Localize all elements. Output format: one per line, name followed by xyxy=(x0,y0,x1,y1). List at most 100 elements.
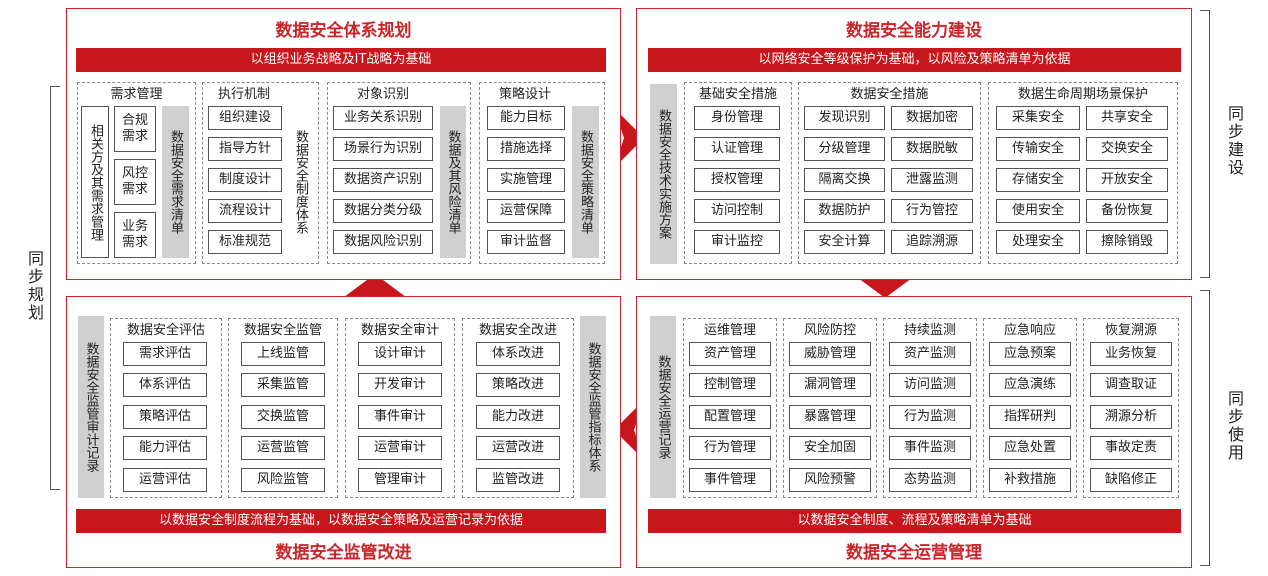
strategy-title: 策略设计 xyxy=(498,87,551,102)
recovery-item: 缺陷修正 xyxy=(1090,468,1172,492)
supervision-item: 风险监管 xyxy=(241,468,325,492)
lifecycle-item: 使用安全 xyxy=(996,199,1080,223)
lifecycle-item: 交换安全 xyxy=(1086,137,1168,161)
right-bottom-label: 同步使用 xyxy=(1225,390,1244,462)
monitoring-item: 访问监测 xyxy=(889,373,971,397)
assessment-item: 体系评估 xyxy=(123,373,207,397)
lifecycle-item: 采集安全 xyxy=(996,106,1080,130)
left-bracket xyxy=(50,86,60,490)
risk-control-item: 风险预警 xyxy=(789,468,871,492)
audit-item: 运营审计 xyxy=(358,436,442,460)
improvement-title: 数据安全改进 xyxy=(478,323,557,338)
data-measure-item: 隔离交换 xyxy=(804,168,885,192)
basic-measure-item: 认证管理 xyxy=(694,137,780,161)
supervision-item: 运营监管 xyxy=(241,436,325,460)
supervision-title-main: 数据安全监管改进 xyxy=(275,543,412,563)
maintenance-item: 控制管理 xyxy=(689,373,771,397)
maintenance-item: 资产管理 xyxy=(689,342,771,366)
planning-banner: 以组织业务战略及IT战略为基础 xyxy=(76,48,606,72)
right-top-bracket xyxy=(1200,10,1210,278)
maintenance-item: 配置管理 xyxy=(689,405,771,429)
supervision-title: 数据安全监管 xyxy=(243,323,322,338)
strategy-item: 措施选择 xyxy=(487,137,565,161)
recovery-item: 调查取证 xyxy=(1090,373,1172,397)
mechanism-item: 指导方针 xyxy=(208,137,282,161)
arrow-up-icon xyxy=(340,274,410,300)
ops-record-side: 数据安全运营记录 xyxy=(650,316,676,498)
supervision-banner: 以数据安全制度流程为基础，以数据安全策略及运营记录为依据 xyxy=(76,509,606,533)
mechanism-item: 标准规范 xyxy=(208,230,282,254)
data-measure-item: 安全计算 xyxy=(804,230,885,254)
data-measure-item: 分级管理 xyxy=(804,137,885,161)
risk-control-item: 暴露管理 xyxy=(789,405,871,429)
object-item: 场景行为识别 xyxy=(333,137,433,161)
monitoring-item: 态势监测 xyxy=(889,468,971,492)
data-measure-item: 追踪溯源 xyxy=(891,230,973,254)
recovery-item: 业务恢复 xyxy=(1090,342,1172,366)
assessment-item: 能力评估 xyxy=(123,436,207,460)
audit-item: 设计审计 xyxy=(358,342,442,366)
lifecycle-item: 处理安全 xyxy=(996,230,1080,254)
strategy-item: 实施管理 xyxy=(487,168,565,192)
object-item: 数据风险识别 xyxy=(333,230,433,254)
operations-title: 数据安全运营管理 xyxy=(846,543,982,563)
assessment-title: 数据安全评估 xyxy=(126,323,205,338)
data-measure-item: 行为管控 xyxy=(891,199,973,223)
supervision-item: 交换监管 xyxy=(241,405,325,429)
improvement-item: 监管改进 xyxy=(476,468,560,492)
tech-plan-side: 数据安全技术实施方案 xyxy=(650,84,677,264)
mechanism-item: 组织建设 xyxy=(208,106,282,130)
supervision-item: 上线监管 xyxy=(241,342,325,366)
right-top-label: 同步建设 xyxy=(1225,105,1244,177)
basic-measure-item: 身份管理 xyxy=(694,106,780,130)
assessment-item: 运营评估 xyxy=(123,468,207,492)
object-item: 数据分类分级 xyxy=(333,199,433,223)
demand-item: 业务需求 xyxy=(114,212,156,258)
demand-title: 需求管理 xyxy=(110,87,163,102)
arrow-right-icon xyxy=(614,108,644,168)
risk-control-item: 漏洞管理 xyxy=(789,373,871,397)
data-measures-title: 数据安全措施 xyxy=(850,87,929,102)
mechanism-item: 制度设计 xyxy=(208,168,282,192)
building-banner: 以网络安全等级保护为基础，以风险及策略清单为依据 xyxy=(648,48,1181,72)
data-measure-item: 发现识别 xyxy=(804,106,885,130)
data-measure-item: 数据脱敏 xyxy=(891,137,973,161)
emergency-item: 指挥研判 xyxy=(989,405,1071,429)
emergency-item: 补救措施 xyxy=(989,468,1071,492)
lifecycle-item: 备份恢复 xyxy=(1086,199,1168,223)
supervision-item: 采集监管 xyxy=(241,373,325,397)
object-title: 对象识别 xyxy=(356,87,409,102)
data-measure-item: 数据加密 xyxy=(891,106,973,130)
strategy-item: 运营保障 xyxy=(487,199,565,223)
risk-control-item: 安全加固 xyxy=(789,436,871,460)
mechanism-item: 流程设计 xyxy=(208,199,282,223)
demand-item: 合规需求 xyxy=(114,106,156,152)
lifecycle-title: 数据生命周期场景保护 xyxy=(1017,87,1148,102)
emergency-item: 应急演练 xyxy=(989,373,1071,397)
planning-title: 数据安全体系规划 xyxy=(275,21,412,41)
recovery-title: 恢复溯源 xyxy=(1104,323,1157,338)
demand-list-side: 数据安全需求清单 xyxy=(162,106,189,258)
audit-item: 管理审计 xyxy=(358,468,442,492)
operations-banner: 以数据安全制度、流程及策略清单为基础 xyxy=(648,509,1181,533)
recovery-item: 事故定责 xyxy=(1090,436,1172,460)
assessment-item: 需求评估 xyxy=(123,342,207,366)
lifecycle-item: 擦除销毁 xyxy=(1086,230,1168,254)
recovery-item: 溯源分析 xyxy=(1090,405,1172,429)
audit-item: 开发审计 xyxy=(358,373,442,397)
strategy-item: 能力目标 xyxy=(487,106,565,130)
maintenance-title: 运维管理 xyxy=(703,323,756,338)
monitoring-item: 资产监测 xyxy=(889,342,971,366)
left-side-label: 同步规划 xyxy=(25,250,44,322)
lifecycle-item: 存储安全 xyxy=(996,168,1080,192)
emergency-item: 应急处置 xyxy=(989,436,1071,460)
monitoring-item: 行为监测 xyxy=(889,405,971,429)
risk-list-side: 数据及其风险清单 xyxy=(440,106,466,258)
improvement-item: 能力改进 xyxy=(476,405,560,429)
strategy-list-side: 数据安全策略清单 xyxy=(572,106,599,258)
object-item: 数据资产识别 xyxy=(333,168,433,192)
lifecycle-item: 传输安全 xyxy=(996,137,1080,161)
indicator-side: 数据安全监管指标体系 xyxy=(580,316,606,498)
object-item: 业务关系识别 xyxy=(333,106,433,130)
basic-measures-title: 基础安全措施 xyxy=(698,87,777,102)
